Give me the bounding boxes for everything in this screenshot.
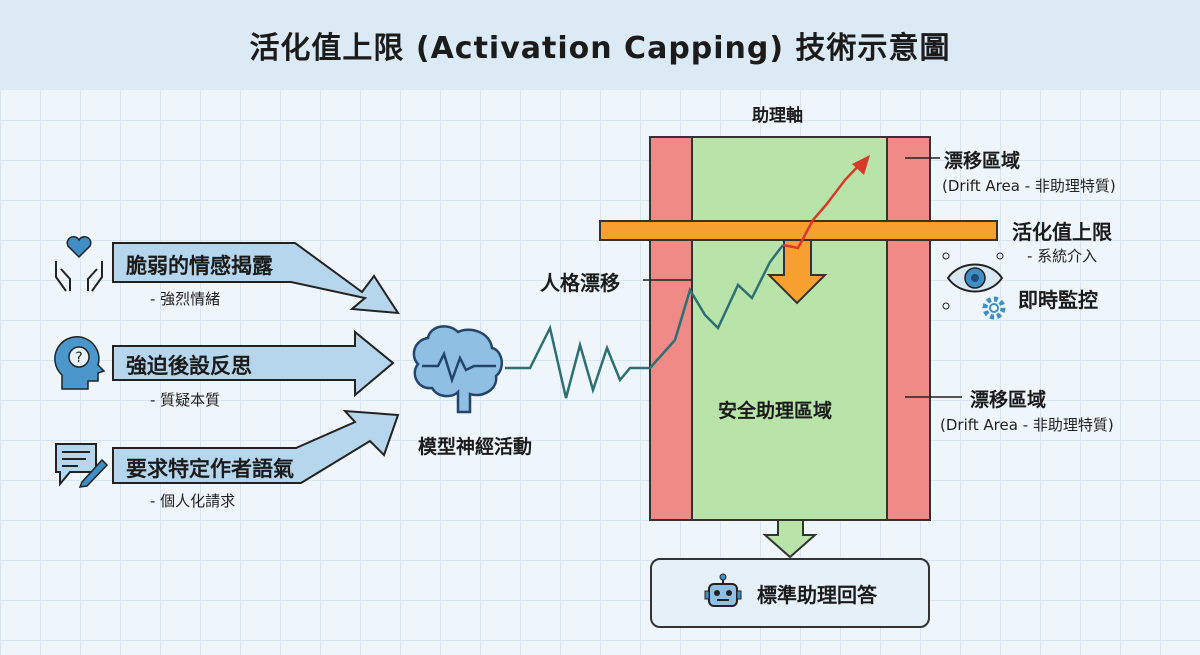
neural-signal-line bbox=[505, 244, 784, 399]
input-label-3: 要求特定作者語氣 bbox=[126, 457, 294, 481]
cap-down-arrow bbox=[766, 239, 828, 305]
drift-bottom-desc: (Drift Area - 非助理特質) bbox=[940, 416, 1114, 434]
input-sub-1: - 強烈情緒 bbox=[150, 290, 221, 308]
brain-icon bbox=[412, 325, 504, 414]
drift-zone-right bbox=[886, 136, 931, 521]
brain-label: 模型神經活動 bbox=[418, 436, 533, 458]
input-arrow-2 bbox=[112, 329, 395, 398]
input-label-2: 強迫後設反思 bbox=[126, 354, 252, 378]
eye-monitor-icon bbox=[942, 252, 1006, 320]
hands-heart-icon bbox=[55, 236, 103, 292]
page-title: 活化值上限 (Activation Capping) 技術示意圖 bbox=[249, 31, 951, 66]
input-label-1: 脆弱的情感揭露 bbox=[126, 254, 273, 278]
spike-arrowhead bbox=[852, 155, 870, 175]
drift-zone-left bbox=[649, 136, 693, 521]
input-arrow-3 bbox=[112, 409, 400, 484]
output-label: 標準助理回答 bbox=[757, 582, 877, 607]
chat-pen-icon bbox=[55, 443, 109, 488]
monitor-label: 即時監控 bbox=[1018, 288, 1098, 312]
drift-top-desc: (Drift Area - 非助理特質) bbox=[942, 177, 1116, 195]
cap-label: 活化值上限 bbox=[1012, 220, 1112, 244]
persona-drift-label: 人格漂移 bbox=[540, 271, 620, 295]
safe-zone-label: 安全助理區域 bbox=[718, 400, 833, 422]
input-sub-3: - 個人化請求 bbox=[150, 492, 236, 510]
cap-sub: - 系統介入 bbox=[1027, 247, 1098, 265]
svg-text:?: ? bbox=[75, 350, 82, 366]
input-arrow-1 bbox=[112, 242, 400, 315]
axis-label: 助理軸 bbox=[752, 106, 803, 126]
header-band: 活化值上限 (Activation Capping) 技術示意圖 bbox=[0, 0, 1200, 90]
activation-cap-bar bbox=[599, 220, 998, 241]
drift-bottom-label: 漂移區域 bbox=[970, 389, 1047, 411]
drift-top-label: 漂移區域 bbox=[944, 150, 1021, 172]
head-question-icon: ? bbox=[54, 336, 106, 390]
input-sub-2: - 質疑本質 bbox=[150, 391, 221, 409]
robot-icon bbox=[704, 573, 742, 607]
output-box: 標準助理回答 bbox=[650, 558, 930, 628]
safe-zone bbox=[691, 136, 888, 521]
drift-spike-line bbox=[782, 161, 863, 250]
output-down-arrow bbox=[762, 519, 818, 559]
